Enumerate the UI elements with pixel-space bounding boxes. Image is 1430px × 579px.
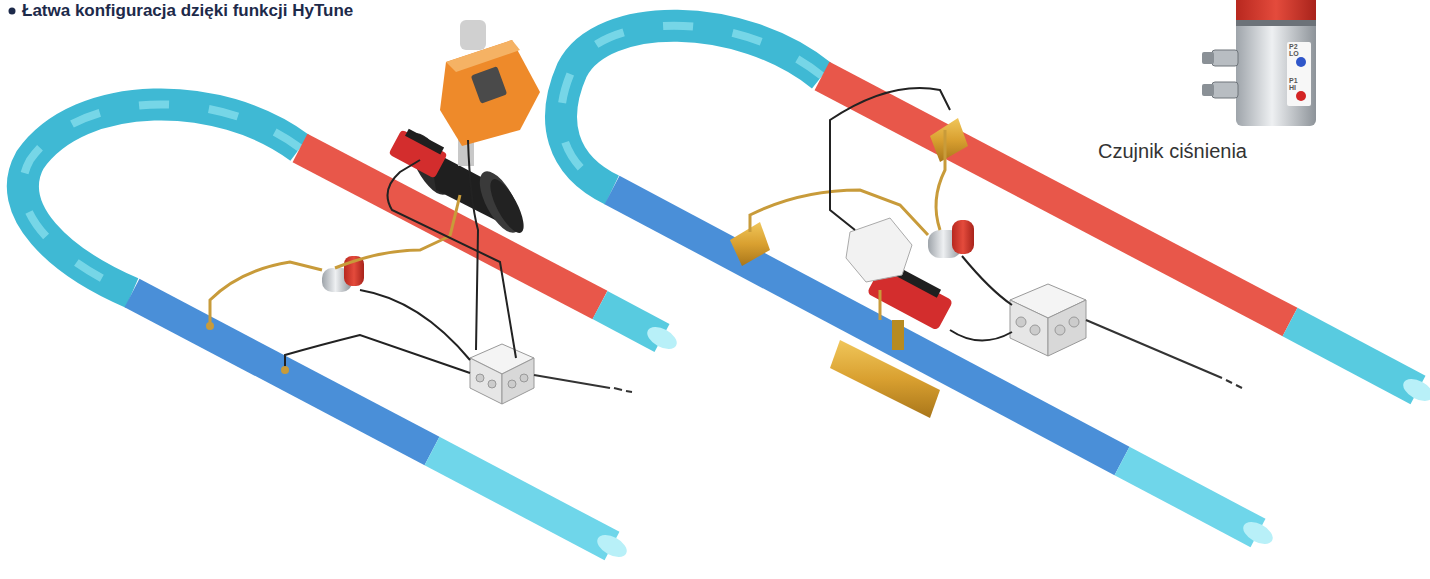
port-name: P2: [1289, 43, 1298, 51]
port-name: HI: [1289, 84, 1296, 92]
pressure-sensor: [928, 220, 974, 258]
port-name: P1: [1289, 77, 1298, 85]
flanged-valve: [388, 20, 540, 239]
bullet-text: Łatwa konfiguracja dzięki funkcji HyTune: [22, 1, 353, 21]
right-pipe-loop: [561, 26, 1430, 549]
wires: [750, 88, 1242, 388]
pressure-sensor-photo: [1202, 0, 1316, 126]
port-name: LO: [1289, 50, 1299, 58]
junction-box: [470, 344, 534, 404]
bullet-dot: [9, 8, 16, 15]
junction-box: [1010, 284, 1086, 356]
part-name: Czujnik ciśnienia: [1098, 140, 1247, 163]
